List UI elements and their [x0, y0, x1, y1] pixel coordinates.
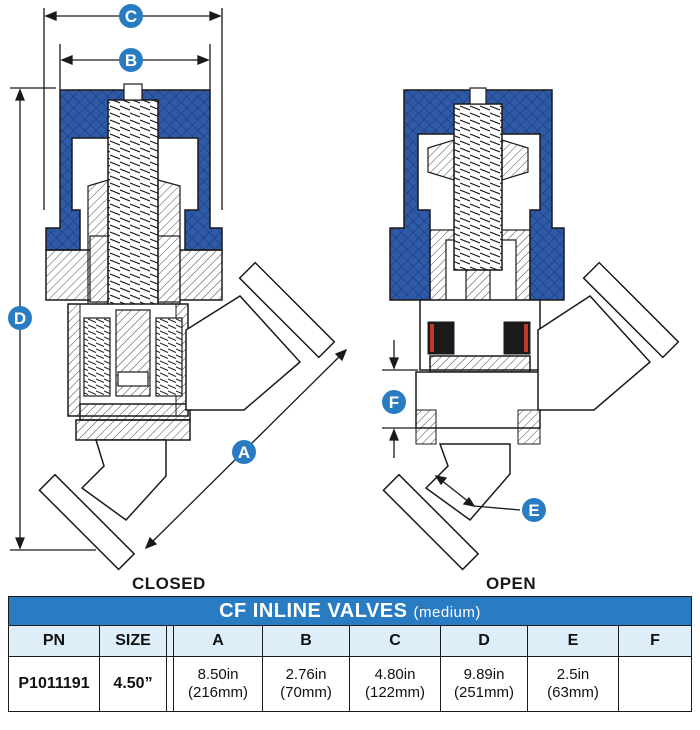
closed-view — [38, 83, 336, 571]
svg-text:B: B — [125, 51, 137, 70]
table-title-text: CF INLINE VALVES — [219, 599, 408, 622]
col-header-a: A — [173, 625, 263, 657]
col-gap — [166, 625, 174, 657]
cell-a-mm: (216mm) — [187, 684, 248, 701]
table-title: CF INLINE VALVES (medium) — [8, 596, 692, 626]
svg-text:E: E — [528, 501, 539, 520]
closed-lower-port — [80, 439, 167, 522]
cell-c-in: 4.80in — [374, 666, 416, 683]
closed-main-spring — [107, 99, 159, 311]
open-label: OPEN — [486, 574, 537, 593]
cell-b: 2.76in(70mm) — [262, 656, 350, 712]
callout-b: B — [119, 48, 143, 72]
cell-c-mm: (122mm) — [364, 684, 425, 701]
open-main-spring — [453, 103, 503, 271]
table-header-row: PN SIZE A B C D E F — [8, 625, 692, 657]
svg-text:C: C — [125, 7, 137, 26]
cell-d-in: 9.89in — [463, 666, 505, 683]
cell-gap — [166, 656, 174, 712]
cell-e: 2.5in(63mm) — [527, 656, 619, 712]
col-header-pn: PN — [8, 625, 100, 657]
cell-d-mm: (251mm) — [453, 684, 514, 701]
cell-e-in: 2.5in — [556, 666, 590, 683]
open-lower-port — [424, 443, 511, 522]
col-header-c: C — [349, 625, 441, 657]
cell-pn: P1011191 — [8, 656, 100, 712]
col-header-size: SIZE — [99, 625, 167, 657]
callout-e: E — [522, 498, 546, 522]
col-header-d: D — [440, 625, 528, 657]
closed-bellows-left — [83, 317, 111, 397]
cell-b-mm: (70mm) — [280, 684, 332, 701]
callout-f: F — [382, 390, 406, 414]
svg-text:D: D — [14, 309, 26, 328]
cell-size: 4.50” — [99, 656, 167, 712]
open-valve-disc — [429, 355, 531, 373]
cell-b-in: 2.76in — [285, 666, 327, 683]
closed-bellows-right — [155, 317, 183, 397]
open-side-flange — [582, 261, 680, 359]
open-view — [382, 87, 680, 571]
callout-a: A — [232, 440, 256, 464]
table-subtitle: (medium) — [413, 603, 481, 621]
cell-e-mm: (63mm) — [547, 684, 599, 701]
closed-valve-disc — [79, 403, 191, 421]
callout-c: C — [119, 4, 143, 28]
col-header-e: E — [527, 625, 619, 657]
open-side-port — [537, 295, 652, 411]
cell-a: 8.50in(216mm) — [173, 656, 263, 712]
spec-table: CF INLINE VALVES (medium) PN SIZE A B C … — [8, 596, 692, 712]
cell-c: 4.80in(122mm) — [349, 656, 441, 712]
cell-a-in: 8.50in — [197, 666, 239, 683]
svg-text:A: A — [238, 443, 250, 462]
cell-d: 9.89in(251mm) — [440, 656, 528, 712]
closed-actuator-bonnet — [45, 89, 223, 251]
closed-label: CLOSED — [132, 574, 206, 593]
callout-d: D — [8, 306, 32, 330]
col-header-f: F — [618, 625, 692, 657]
svg-text:F: F — [389, 393, 399, 412]
closed-side-flange — [238, 261, 336, 359]
table-row: P1011191 4.50” 8.50in(216mm) 2.76in(70mm… — [8, 656, 692, 712]
open-lower-flange — [382, 473, 480, 571]
closed-lower-flange — [38, 473, 136, 571]
cell-f — [618, 656, 692, 712]
closed-side-port — [185, 295, 302, 411]
valve-drawing: C B D A F E — [8, 4, 680, 571]
col-header-b: B — [262, 625, 350, 657]
